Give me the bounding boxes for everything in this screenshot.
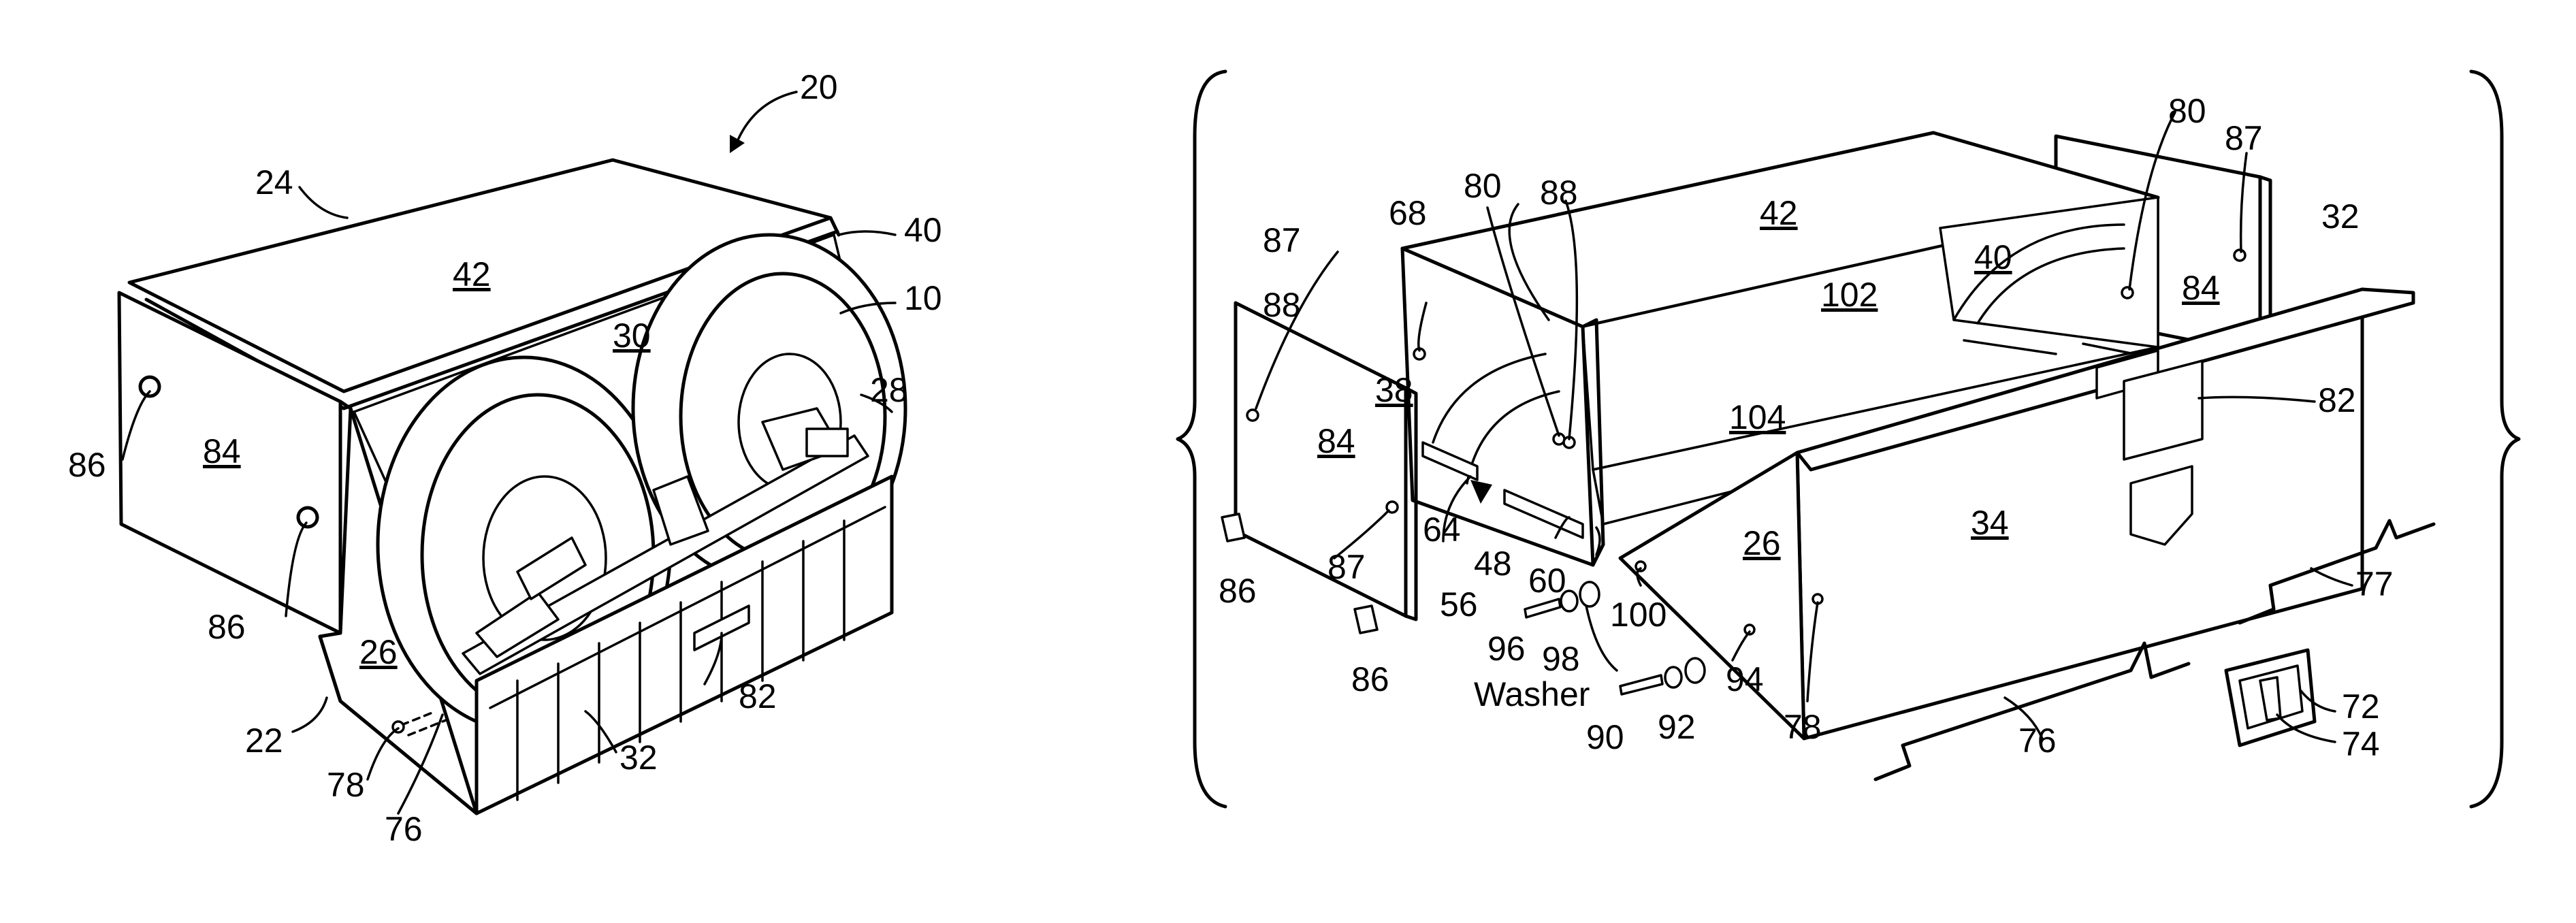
label-78-left: 78 [327, 766, 365, 804]
label-87-b: 87 [2225, 119, 2263, 157]
label-74: 74 [2342, 725, 2380, 763]
label-82-right: 82 [2318, 381, 2356, 419]
label-26-left: 26 [359, 633, 398, 671]
label-86-b: 86 [208, 608, 246, 646]
label-56: 56 [1440, 585, 1478, 624]
bolt-90 [1620, 675, 1662, 694]
label-32-left: 32 [619, 739, 658, 777]
label-20: 20 [800, 68, 838, 106]
label-86-d: 86 [1351, 660, 1389, 698]
label-90: 90 [1586, 718, 1624, 756]
label-76-right: 76 [2018, 722, 2057, 760]
label-88-a: 88 [1263, 286, 1301, 324]
label-80-b: 80 [2168, 92, 2206, 130]
label-32-right: 32 [2321, 197, 2360, 236]
right-brace [2471, 71, 2519, 807]
label-84-far: 84 [2182, 269, 2220, 307]
screw-86-lower [298, 508, 317, 527]
left-brace [1178, 71, 1225, 807]
label-72: 72 [2342, 687, 2380, 726]
label-98: 98 [1542, 640, 1580, 678]
label-82-left: 82 [739, 677, 777, 715]
label-40-right: 40 [1974, 238, 2012, 276]
screw-86-upper [140, 377, 159, 396]
screw-86-right-b [1355, 606, 1377, 633]
right-exploded-drawing: 87 88 68 80 88 42 38 40 80 87 84 32 102 … [1178, 71, 2519, 807]
screw-86-right-a [1222, 514, 1244, 541]
label-88-b: 88 [1540, 174, 1578, 212]
label-77: 77 [2355, 565, 2394, 603]
label-42-right: 42 [1760, 194, 1798, 232]
label-92: 92 [1658, 708, 1696, 746]
label-22: 22 [245, 722, 283, 760]
label-40: 40 [904, 211, 942, 249]
label-80-a: 80 [1464, 167, 1502, 205]
label-10: 10 [904, 279, 942, 317]
label-68: 68 [1389, 194, 1427, 232]
label-washer: Washer [1474, 675, 1590, 713]
label-38: 38 [1375, 371, 1413, 409]
label-24: 24 [255, 163, 293, 201]
label-28: 28 [870, 371, 908, 409]
washer-92 [1665, 667, 1681, 687]
label-87-c: 87 [1327, 548, 1366, 586]
label-96: 96 [1487, 630, 1526, 668]
label-34: 34 [1971, 504, 2009, 542]
label-87-a: 87 [1263, 221, 1301, 259]
label-84-left: 84 [203, 432, 241, 470]
label-48: 48 [1474, 545, 1512, 583]
label-64: 64 [1423, 511, 1461, 549]
label-60: 60 [1528, 562, 1566, 600]
label-30: 30 [613, 317, 651, 355]
label-102: 102 [1821, 276, 1878, 314]
label-104: 104 [1729, 398, 1786, 436]
label-42: 42 [453, 255, 491, 293]
label-86-a: 86 [68, 446, 106, 484]
label-26-right: 26 [1743, 524, 1781, 562]
label-100: 100 [1610, 596, 1667, 634]
label-86-c: 86 [1219, 572, 1257, 610]
label-76-left: 76 [385, 810, 423, 848]
label-78-right: 78 [1784, 708, 1822, 746]
label-94: 94 [1726, 660, 1764, 698]
bolt-96 [1525, 599, 1560, 617]
label-84-near: 84 [1317, 422, 1355, 460]
left-assembly-drawing: 20 24 42 40 10 30 28 84 86 86 26 82 22 7… [68, 68, 942, 848]
